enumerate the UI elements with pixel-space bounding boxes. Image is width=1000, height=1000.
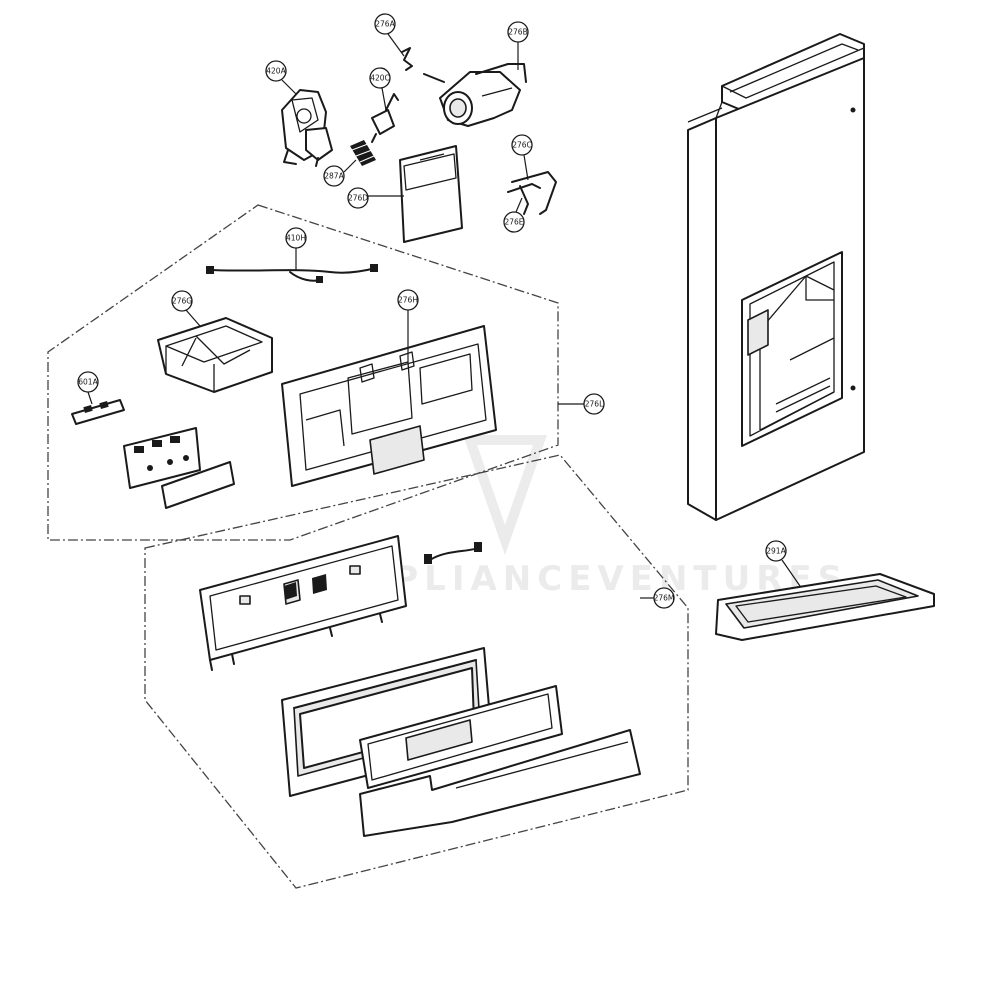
callout-276l-label: 276L <box>585 400 604 409</box>
callout-287a-label: 287A <box>324 172 344 181</box>
part-420c-switch <box>371 93 399 143</box>
part-face-film <box>359 729 641 837</box>
callout-276d: 276D <box>347 187 404 209</box>
callout-276c: 276C <box>511 134 533 181</box>
part-lower-harness <box>424 542 482 564</box>
part-410h-harness <box>206 264 378 283</box>
part-291a-drip-tray <box>715 573 935 641</box>
watermark: APPLIANCEVENTURES <box>330 435 848 599</box>
watermark-text: APPLIANCEVENTURES <box>330 559 848 599</box>
callout-276b-label: 276B <box>508 28 527 37</box>
callout-276a: 276A <box>374 13 405 57</box>
part-display-lens <box>359 685 563 789</box>
part-control-pcb-upper <box>123 427 235 509</box>
callout-276h-label: 276H <box>398 296 418 305</box>
part-276h-frame <box>281 325 497 487</box>
callout-276e: 276E <box>503 197 525 233</box>
callout-420c-label: 420C <box>370 74 390 83</box>
callout-276e-label: 276E <box>504 218 523 227</box>
callout-420a: 420A <box>265 60 297 95</box>
callout-276b: 276B <box>507 21 529 70</box>
callout-276a-label: 276A <box>375 20 395 29</box>
callout-287a: 287A <box>323 159 357 187</box>
callout-420a-label: 420A <box>266 67 286 76</box>
callout-410h: 410H <box>285 227 307 270</box>
callout-276d-label: 276D <box>348 194 368 203</box>
callout-410h-label: 410H <box>286 234 306 243</box>
callout-276g: 276G <box>171 290 201 327</box>
part-276b-housing <box>423 63 527 127</box>
part-276d-flap-cover <box>399 145 463 243</box>
callout-276c-label: 276C <box>512 141 532 150</box>
part-display-bezel <box>281 647 493 797</box>
callout-276g-label: 276G <box>172 297 192 306</box>
part-control-pcb-lower <box>199 535 407 671</box>
callout-276m-label: 276M <box>654 594 675 603</box>
callout-276h: 276H <box>397 289 419 362</box>
callout-276l: 276L <box>558 393 605 415</box>
part-601a-board <box>71 399 125 425</box>
part-276c-lever <box>507 171 557 215</box>
part-276a-clip <box>401 47 413 71</box>
callout-291a-label: 291A <box>766 547 786 556</box>
callout-291a: 291A <box>765 540 801 587</box>
part-276g-tray <box>157 317 273 393</box>
group-outline-upper <box>47 204 559 541</box>
part-420a-motor <box>281 89 333 167</box>
callout-601a-label: 601A <box>78 378 98 387</box>
callout-276m: 276M <box>640 587 675 609</box>
callout-420c: 420C <box>369 67 391 111</box>
part-287a-spring <box>350 140 376 166</box>
door-assembly <box>687 33 865 521</box>
group-outline-lower <box>144 454 689 889</box>
callout-601a: 601A <box>77 371 99 405</box>
